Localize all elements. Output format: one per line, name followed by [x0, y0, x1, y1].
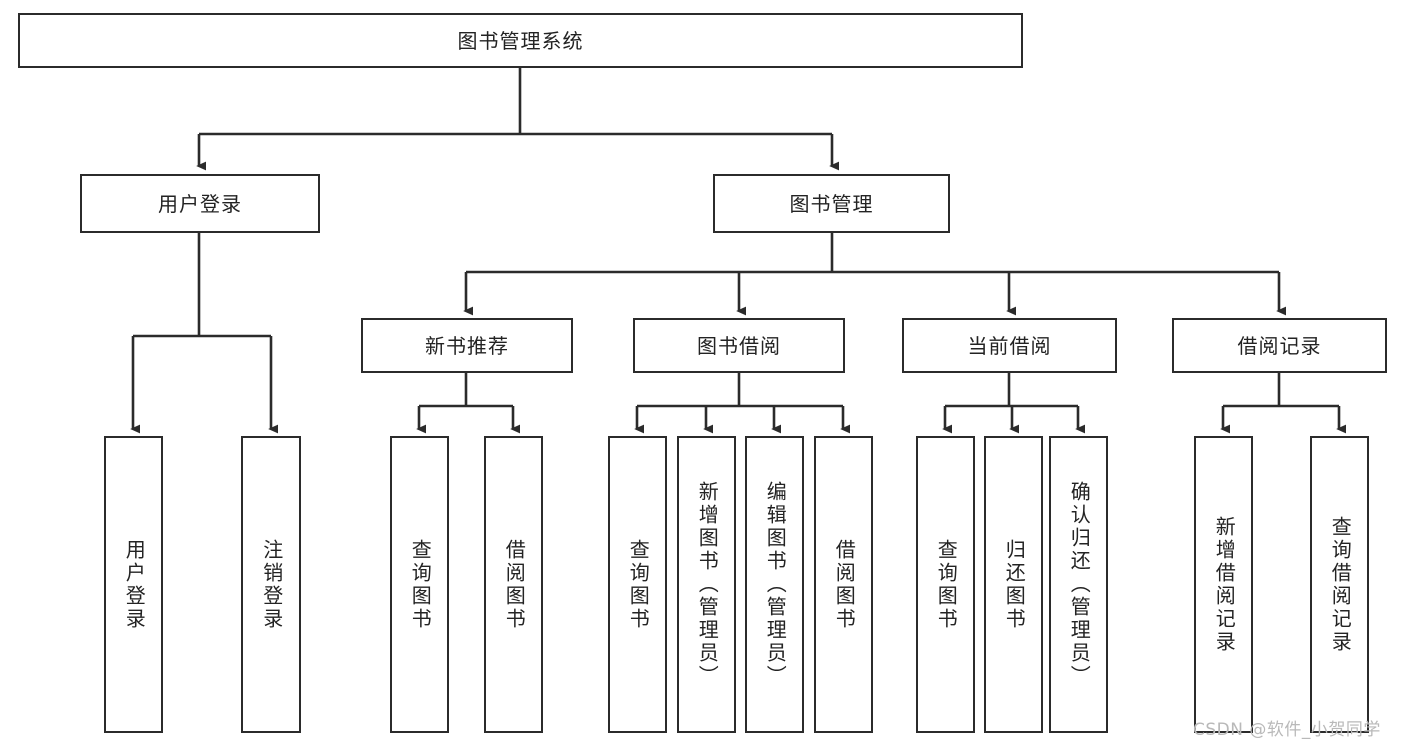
- node-book-borrow-label: 图书借阅: [697, 333, 781, 358]
- node-borrow-record-label: 借阅记录: [1237, 333, 1322, 358]
- node-leaf-user-login[interactable]: 用户登录: [104, 436, 163, 733]
- node-leaf-edit-book-label: 编辑图书（管理员）: [763, 481, 788, 688]
- csdn-watermark: CSDN @软件_小贺同学: [1193, 720, 1381, 740]
- node-leaf-query-book-3[interactable]: 查询图书: [916, 436, 975, 733]
- node-root-label: 图书管理系统: [457, 28, 584, 53]
- node-leaf-add-book-label: 新增图书（管理员）: [695, 481, 720, 688]
- node-current-borrow-label: 当前借阅: [967, 333, 1052, 358]
- node-leaf-edit-book[interactable]: 编辑图书（管理员）: [745, 436, 804, 733]
- node-leaf-user-logout[interactable]: 注销登录: [241, 436, 301, 733]
- node-root[interactable]: 图书管理系统: [18, 13, 1023, 68]
- node-leaf-user-login-label: 用户登录: [122, 538, 147, 631]
- node-leaf-return-book[interactable]: 归还图书: [984, 436, 1043, 733]
- node-current-borrow[interactable]: 当前借阅: [902, 318, 1117, 373]
- node-leaf-query-record-label: 查询借阅记录: [1328, 515, 1353, 654]
- node-leaf-add-record[interactable]: 新增借阅记录: [1194, 436, 1253, 733]
- node-user-login[interactable]: 用户登录: [80, 174, 320, 233]
- node-leaf-query-record[interactable]: 查询借阅记录: [1310, 436, 1369, 733]
- node-book-borrow[interactable]: 图书借阅: [633, 318, 845, 373]
- node-book-manage[interactable]: 图书管理: [713, 174, 950, 233]
- node-leaf-user-logout-label: 注销登录: [259, 538, 284, 631]
- node-leaf-add-book[interactable]: 新增图书（管理员）: [677, 436, 736, 733]
- node-leaf-borrow-book-2[interactable]: 借阅图书: [814, 436, 873, 733]
- node-leaf-query-book-2[interactable]: 查询图书: [608, 436, 667, 733]
- node-new-book-recommend[interactable]: 新书推荐: [361, 318, 573, 373]
- node-leaf-borrow-book-2-label: 借阅图书: [832, 538, 857, 631]
- node-leaf-confirm-return-label: 确认归还（管理员）: [1067, 481, 1092, 688]
- node-borrow-record[interactable]: 借阅记录: [1172, 318, 1387, 373]
- node-leaf-query-book-1-label: 查询图书: [408, 538, 433, 631]
- node-book-manage-label: 图书管理: [789, 191, 874, 216]
- node-new-book-recommend-label: 新书推荐: [425, 333, 509, 358]
- node-leaf-query-book-1[interactable]: 查询图书: [390, 436, 449, 733]
- node-leaf-add-record-label: 新增借阅记录: [1212, 515, 1237, 654]
- node-leaf-borrow-book-1[interactable]: 借阅图书: [484, 436, 543, 733]
- node-user-login-label: 用户登录: [158, 191, 242, 216]
- node-leaf-borrow-book-1-label: 借阅图书: [502, 538, 527, 631]
- node-leaf-return-book-label: 归还图书: [1002, 538, 1027, 631]
- node-leaf-query-book-2-label: 查询图书: [626, 538, 651, 631]
- node-leaf-query-book-3-label: 查询图书: [934, 538, 959, 631]
- node-leaf-confirm-return[interactable]: 确认归还（管理员）: [1049, 436, 1108, 733]
